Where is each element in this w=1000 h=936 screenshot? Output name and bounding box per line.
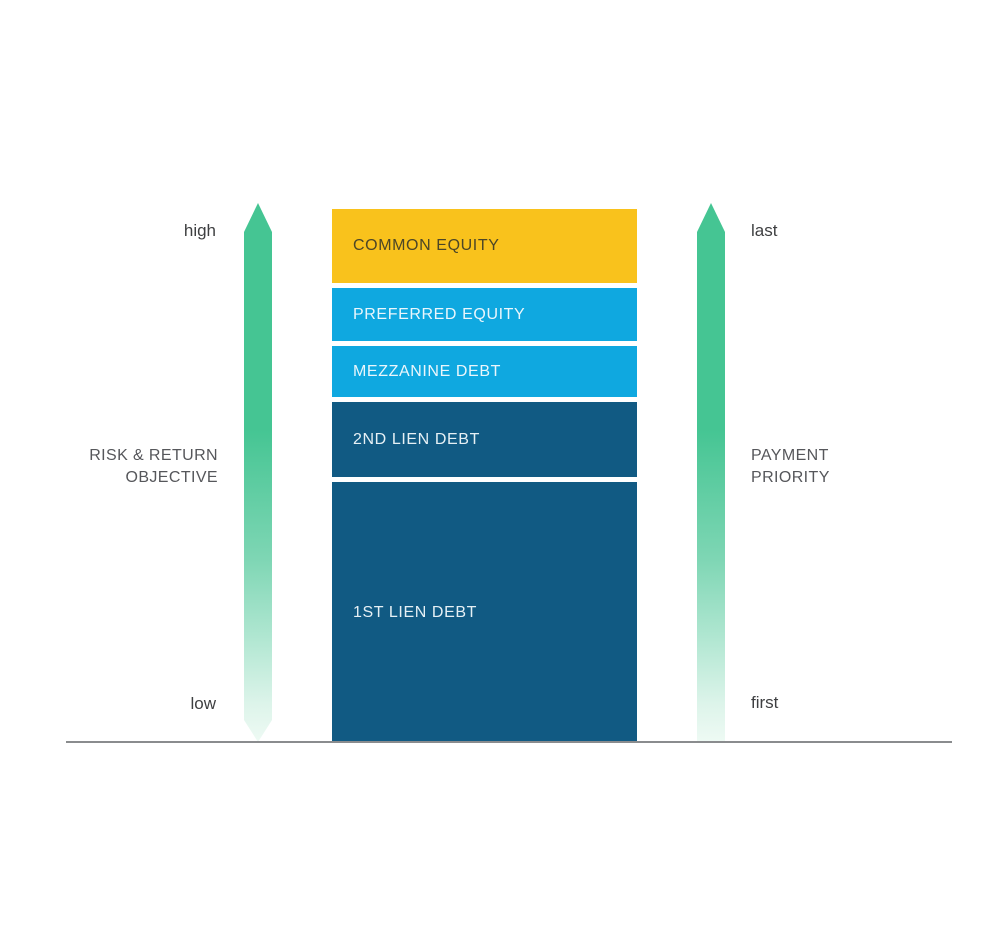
stack-block-label: PREFERRED EQUITY xyxy=(353,305,526,323)
stack-block-mezzanine-debt: MEZZANINE DEBT xyxy=(332,346,637,397)
baseline xyxy=(66,741,952,743)
risk-return-title: RISK & RETURN OBJECTIVE xyxy=(0,445,218,489)
payment-priority-title-line2: PRIORITY xyxy=(751,469,830,486)
payment-priority-arrow xyxy=(697,203,725,742)
stack-block-1st-lien-debt: 1ST LIEN DEBT xyxy=(332,482,637,743)
stack-block-2nd-lien-debt: 2ND LIEN DEBT xyxy=(332,402,637,477)
stack-block-label: 2ND LIEN DEBT xyxy=(353,430,480,448)
risk-return-arrow xyxy=(244,203,272,742)
stack-block-label: COMMON EQUITY xyxy=(353,237,500,254)
left-axis-bottom-label: low xyxy=(190,694,216,713)
right-axis-bottom-label: first xyxy=(751,693,779,712)
risk-return-title-line1: RISK & RETURN xyxy=(89,447,218,464)
payment-priority-title-line1: PAYMENT xyxy=(751,447,829,464)
stack-block-preferred-equity: PREFERRED EQUITY xyxy=(332,288,637,341)
stack-block-label: 1ST LIEN DEBT xyxy=(353,603,477,621)
capital-stack: COMMON EQUITY PREFERRED EQUITY MEZZANINE… xyxy=(332,209,637,743)
stack-block-label: MEZZANINE DEBT xyxy=(353,362,501,380)
left-axis-top-label: high xyxy=(183,221,216,240)
right-axis-top-label: last xyxy=(751,221,778,240)
payment-priority-title: PAYMENT PRIORITY xyxy=(751,445,830,489)
stack-block-common-equity: COMMON EQUITY xyxy=(332,209,637,283)
risk-return-title-line2: OBJECTIVE xyxy=(125,469,218,486)
